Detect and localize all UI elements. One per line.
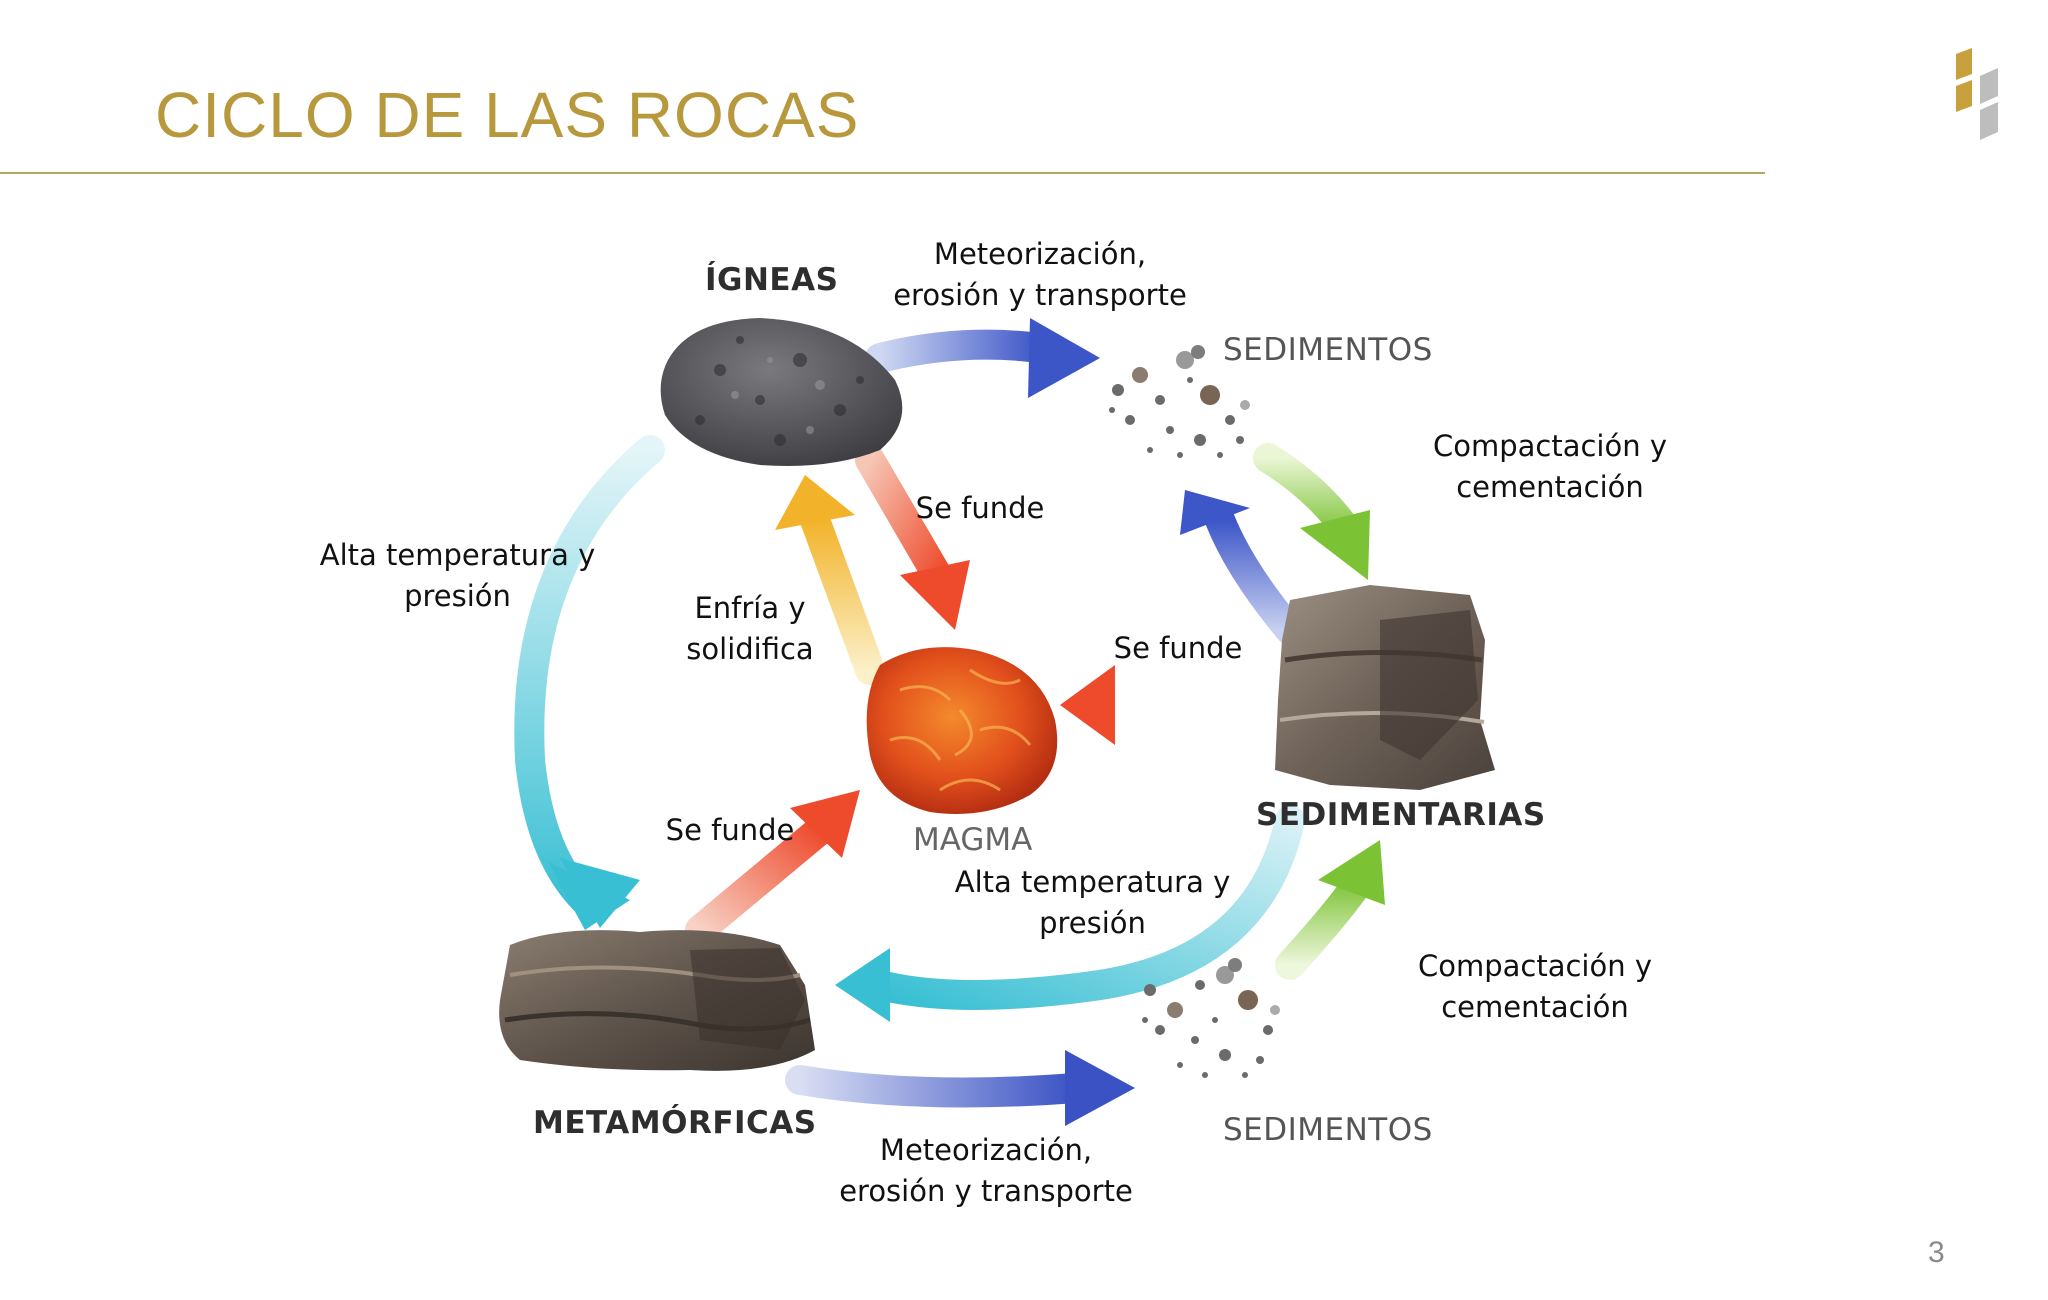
brand-logo-icon [1956,48,1998,140]
label-meteorizacion-bottom: Meteorización, erosión y transporte [839,1133,1133,1208]
label-compactacion-bottom: Compactación y cementación [1417,949,1652,1024]
arrow-enfria-solidifica [800,505,885,685]
arrow-compactacion-bottom [1275,865,1375,980]
label-se-funde-igneas: Se funde [915,491,1045,525]
node-igneas: ÍGNEAS [705,262,839,298]
page-number: 3 [1928,1236,1945,1269]
label-meteorizacion-top: Meteorización, erosión y transporte [893,237,1187,312]
node-sedimentos-bottom: SEDIMENTOS [1223,1112,1433,1148]
label-enfria-solidifica: Enfría y solidifica [686,591,814,666]
sedimentary-rock-icon [1275,585,1495,790]
arrow-meteorizacion-bottom [785,1065,1090,1108]
arrow-alta-temp-center [865,805,1305,1010]
slide-title: CICLO DE LAS ROCAS [155,79,860,151]
sediments-bottom-icon [1142,958,1280,1078]
metamorphic-rock-icon [499,930,815,1071]
node-sedimentos-top: SEDIMENTOS [1223,332,1433,368]
label-alta-temp-center: Alta temperatura y presión [954,865,1231,940]
arrow-se-funde-igneas [855,445,955,595]
sediments-top-icon [1109,345,1250,458]
node-sedimentarias: SEDIMENTARIAS [1256,797,1546,833]
label-alta-temp-left: Alta temperatura y presión [319,538,596,613]
arrow-alta-temp-left [514,435,665,920]
arrow-meteorizacion-top [865,329,1055,373]
title-divider [0,172,1765,174]
arrow-se-funde-metamorficas [685,815,835,945]
node-metamorficas: METAMÓRFICAS [533,1105,817,1141]
label-se-funde-sedimentarias: Se funde [1113,631,1243,665]
arrow-sedimentarias-up [1205,505,1305,645]
label-se-funde-metamorficas: Se funde [665,813,795,847]
label-compactacion-top: Compactación y cementación [1432,429,1667,504]
node-magma: MAGMA [913,822,1033,858]
igneous-rock-icon [660,318,903,466]
magma-icon [866,647,1058,814]
